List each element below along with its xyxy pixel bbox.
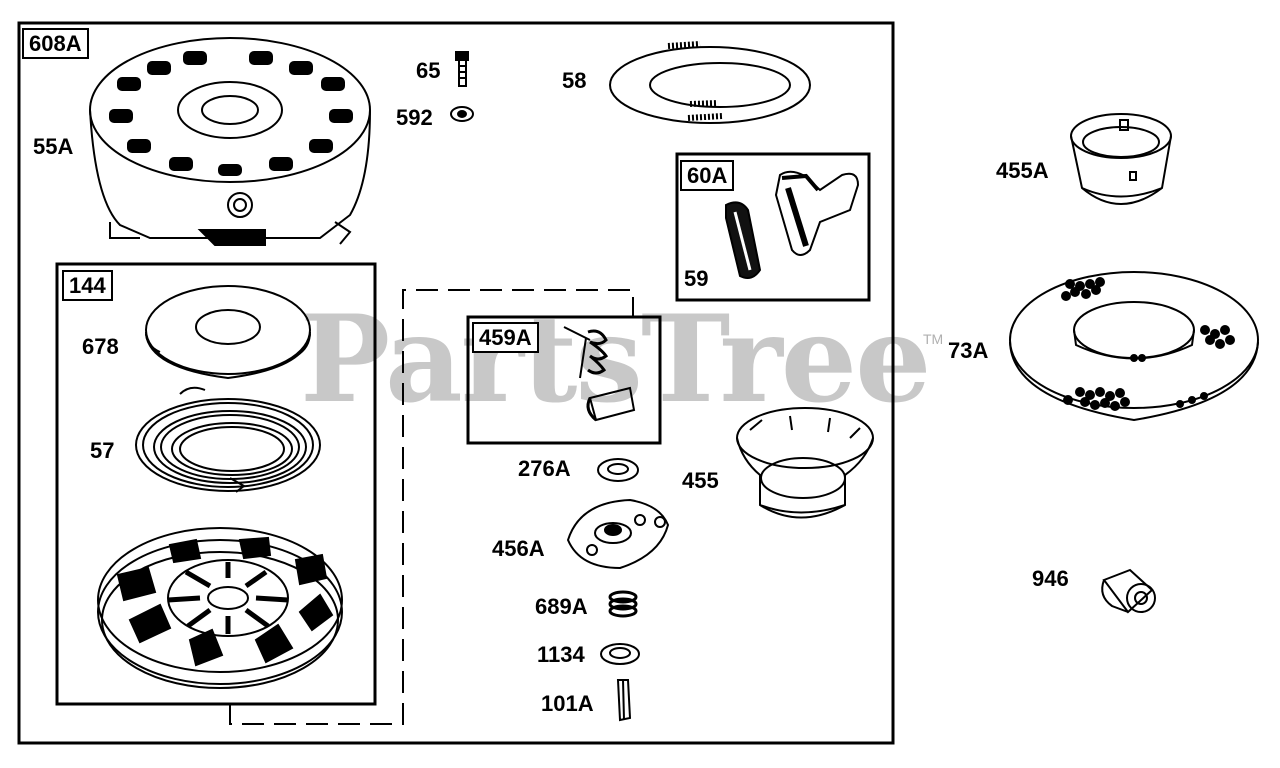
group-label-608A: 608A: [22, 28, 89, 60]
part-label-946: 946: [1032, 566, 1069, 591]
washer-1134: [600, 643, 640, 665]
washer-276A: [597, 458, 639, 482]
part-label-58: 58: [562, 68, 587, 93]
part-label-689A: 689A: [535, 594, 588, 619]
connector-line: [229, 289, 634, 725]
group-label-144: 144: [62, 270, 113, 302]
part-label-73A: 73A: [948, 338, 989, 363]
cup-455: [736, 407, 874, 519]
part-label-59: 59: [684, 266, 709, 291]
cup-455A: [1070, 113, 1172, 205]
part-label-101A: 101A: [541, 691, 594, 716]
group-label-459A: 459A: [472, 322, 539, 354]
group-60A-frame: [675, 152, 871, 302]
ratchet-456A: [566, 498, 670, 570]
watermark: PartsTree: [300, 289, 931, 430]
part-label-678: 678: [82, 334, 119, 359]
pulley: [97, 527, 343, 689]
recoil-spring-57: [135, 386, 321, 493]
part-label-592: 592: [396, 105, 433, 130]
screen-73A: [1009, 271, 1259, 422]
rope-58: [609, 41, 811, 124]
watermark-trademark: TM: [923, 331, 944, 347]
part-label-276A: 276A: [518, 456, 571, 481]
spring-689A: [608, 590, 638, 618]
part-label-455A: 455A: [996, 158, 1049, 183]
group-459A-frame: [466, 315, 662, 445]
assembly-frame: [17, 21, 895, 745]
starter-housing-55A: [89, 37, 371, 246]
washer-678: [145, 285, 311, 380]
part-label-57: 57: [90, 438, 115, 463]
handle-59: [725, 170, 860, 279]
part-label-456A: 456A: [492, 536, 545, 561]
spring-459A: [563, 326, 636, 422]
part-label-55A: 55A: [33, 134, 74, 159]
part-label-455: 455: [682, 468, 719, 493]
pin-101A: [616, 679, 632, 722]
part-label-65: 65: [416, 58, 441, 83]
part-label-1134: 1134: [537, 642, 585, 667]
group-144-frame: [55, 262, 377, 706]
bushing-946: [1101, 568, 1156, 614]
group-label-60A: 60A: [680, 160, 735, 192]
nut-592: [450, 106, 474, 122]
bolt-65: [455, 51, 469, 87]
